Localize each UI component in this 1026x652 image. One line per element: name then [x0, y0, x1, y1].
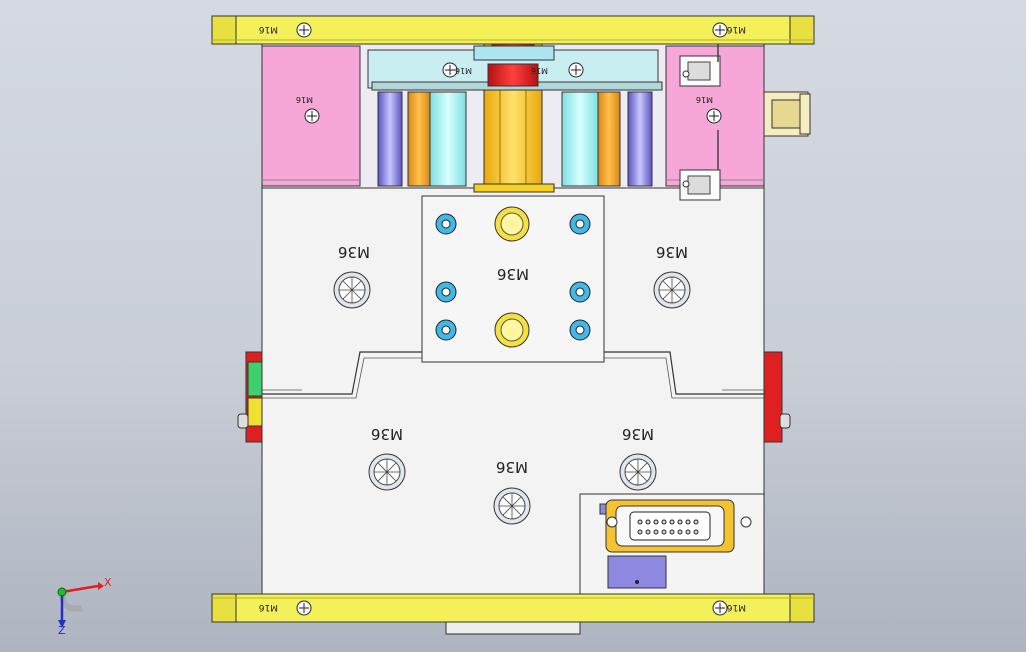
triad-z-label: Z — [58, 624, 66, 637]
limit-switch-top[interactable] — [679, 44, 721, 87]
eyebolt-hole-icon — [619, 453, 657, 491]
x-axis-icon — [61, 584, 99, 594]
bolt-icon — [706, 108, 722, 124]
center-block[interactable] — [421, 195, 605, 363]
eyebolt-hole-icon — [653, 271, 691, 309]
label-lower-center: M36 — [496, 458, 528, 476]
bolt-icon — [568, 62, 584, 78]
y-axis-icon — [57, 587, 67, 597]
label-bottom-plate-left: M16 — [259, 602, 278, 612]
bolt-icon — [296, 22, 312, 38]
small-bolts — [435, 213, 591, 341]
bolt-icon — [712, 22, 728, 38]
label-center-block: M36 — [497, 265, 529, 283]
label-bottom-plate-right: M16 — [727, 602, 746, 612]
label-pink-right: M16 — [696, 95, 713, 104]
coordinate-triad: X Z — [57, 576, 112, 637]
eyebolt-holes — [333, 271, 691, 525]
label-upper-left: M36 — [338, 243, 370, 261]
right-side-connector-block[interactable] — [763, 91, 811, 137]
label-lower-right: M36 — [622, 425, 654, 443]
m16-bolts — [296, 22, 728, 616]
label-upper-right: M36 — [656, 243, 688, 261]
label-top-plate-left: M16 — [259, 24, 278, 34]
triad-x-label: X — [104, 576, 112, 589]
bolt-icon — [712, 600, 728, 616]
label-pink-left: M16 — [296, 95, 313, 104]
label-lower-left: M36 — [371, 425, 403, 443]
eyebolt-hole-icon — [333, 271, 371, 309]
part-labels: M16 M16 M16 M16 M16 M16 M16 M16 M36 M36 … — [259, 24, 746, 612]
eyebolt-hole-icon — [368, 453, 406, 491]
label-bridge-left: M16 — [455, 66, 472, 75]
connector-box[interactable] — [579, 493, 765, 595]
label-bridge-right: M16 — [531, 66, 548, 75]
limit-switch-bottom[interactable] — [679, 130, 721, 201]
bolt-icon — [304, 108, 320, 124]
left-side-connectors[interactable] — [237, 351, 263, 443]
bolt-icon — [296, 600, 312, 616]
label-top-plate-right: M16 — [727, 24, 746, 34]
bolt-icon — [442, 62, 458, 78]
bottom-clamp-plate[interactable] — [211, 593, 815, 635]
eyebolt-hole-icon — [493, 487, 531, 525]
right-side-connectors[interactable] — [763, 351, 791, 443]
